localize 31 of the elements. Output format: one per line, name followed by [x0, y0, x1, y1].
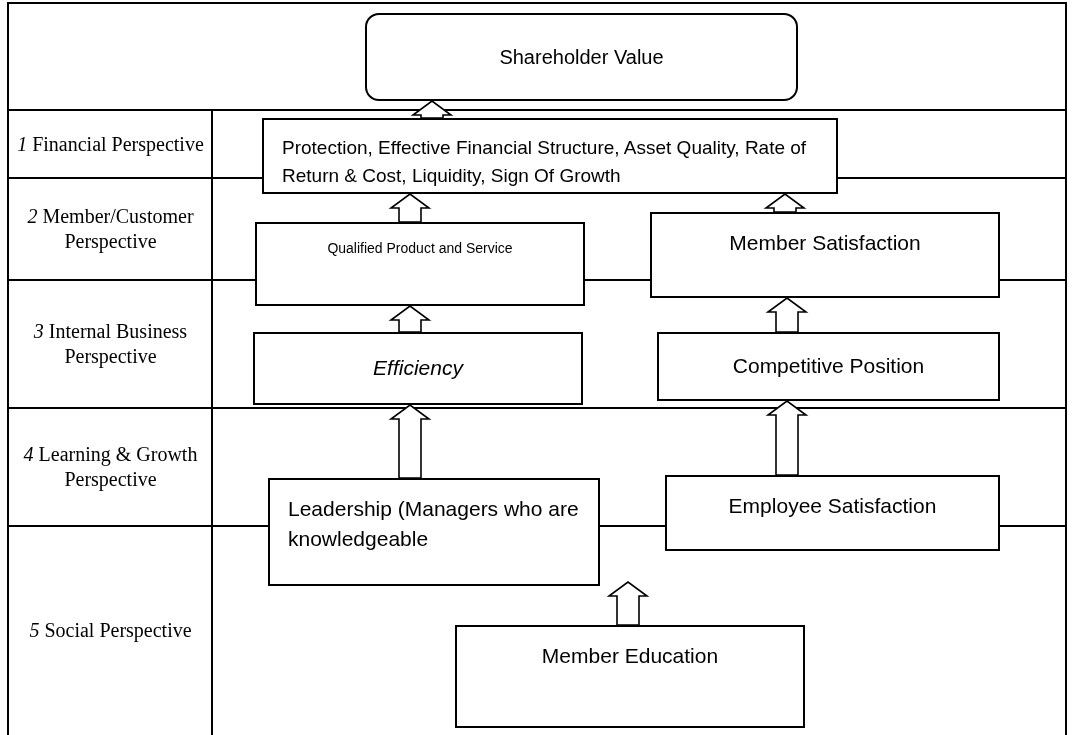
box-text: Competitive Position: [732, 353, 925, 380]
box-text: Member Education: [541, 643, 719, 669]
block-arrow: [763, 193, 807, 213]
box-text: Leadership (Managers who are knowledgeable: [288, 496, 580, 553]
process-box: [253, 332, 583, 405]
process-box: [455, 625, 805, 728]
row-heading: 3 Internal Business Perspective: [32, 319, 189, 369]
box-text: Member Satisfaction: [729, 230, 921, 256]
process-box: [657, 332, 1000, 401]
box-text: Shareholder Value: [499, 44, 664, 70]
process-box: [665, 475, 1000, 551]
process-box: [262, 118, 838, 194]
row-heading: 5 Social Perspective: [29, 618, 192, 643]
box-text: Efficiency: [373, 355, 463, 382]
rounded-box: [365, 13, 798, 101]
process-box: [650, 212, 1000, 298]
box-text: Employee Satisfaction: [728, 493, 937, 519]
process-box: [255, 222, 585, 306]
row-heading: 2 Member/Customer Perspective: [26, 204, 195, 254]
block-arrow: [765, 297, 809, 333]
row-heading: 1 Financial Perspective: [17, 131, 204, 157]
row-heading: 4 Learning & Growth Perspective: [22, 442, 199, 492]
process-box: [268, 478, 600, 586]
block-arrow: [765, 400, 809, 476]
block-arrow: [388, 404, 432, 479]
block-arrow: [388, 305, 432, 333]
block-arrow: [606, 581, 650, 626]
block-arrow: [410, 100, 454, 119]
box-text: Qualified Product and Service: [327, 239, 513, 258]
block-arrow: [388, 193, 432, 223]
box-text: Protection, Effective Financial Structure, Asset Quality, Rate of Return & Cost, Liquidity, Sign Of Growth: [282, 136, 808, 188]
